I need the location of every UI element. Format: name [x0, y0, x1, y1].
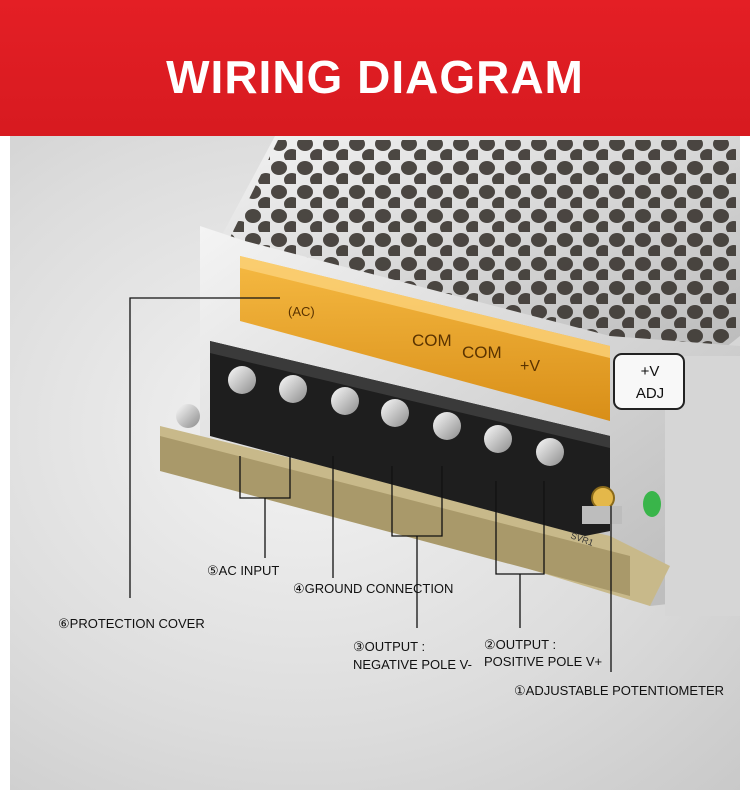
adj-label-top: +V [641, 363, 660, 380]
power-supply-illustration: (AC) COM COM +V +V ADJ SVR1 [129, 136, 740, 672]
adj-label-bottom: ADJ [636, 385, 664, 402]
callout-output-positive-title: ②OUTPUT : [484, 637, 557, 652]
terminal-screws [176, 366, 564, 466]
adj-label-box [613, 353, 685, 410]
callout-ac-input: ⑤AC INPUT [207, 563, 280, 578]
header-banner: WIRING DIAGRAM [0, 0, 750, 136]
cover-marking-ac: (AC) [288, 304, 315, 319]
leader-protection-cover [129, 297, 280, 598]
callout-adjustable-potentiometer: ①ADJUSTABLE POTENTIOMETER [514, 683, 725, 698]
led-indicator [643, 491, 661, 517]
cover-marking-com2: COM [462, 343, 502, 362]
terminal-block [210, 341, 610, 536]
page-title: WIRING DIAGRAM [166, 51, 584, 103]
product-photo: (AC) COM COM +V +V ADJ SVR1 [10, 136, 740, 790]
callout-output-positive-desc: POSITIVE POLE V+ [484, 654, 603, 669]
potentiometer-base [582, 506, 622, 524]
leader-lines [129, 297, 612, 672]
callout-output-negative-desc: NEGATIVE POLE V- [353, 657, 472, 672]
bottom-margin [0, 790, 750, 800]
callout-protection-cover: ⑥PROTECTION COVER [58, 616, 205, 631]
cover-marking-com1: COM [412, 331, 452, 350]
perforated-cover [200, 136, 740, 368]
callout-ground-connection: ④GROUND CONNECTION [293, 581, 454, 596]
protection-cover: (AC) COM COM +V [240, 256, 610, 421]
potentiometer-knob [591, 486, 615, 510]
cover-marking-vplus: +V [520, 358, 540, 375]
callout-output-negative-title: ③OUTPUT : [353, 639, 426, 654]
